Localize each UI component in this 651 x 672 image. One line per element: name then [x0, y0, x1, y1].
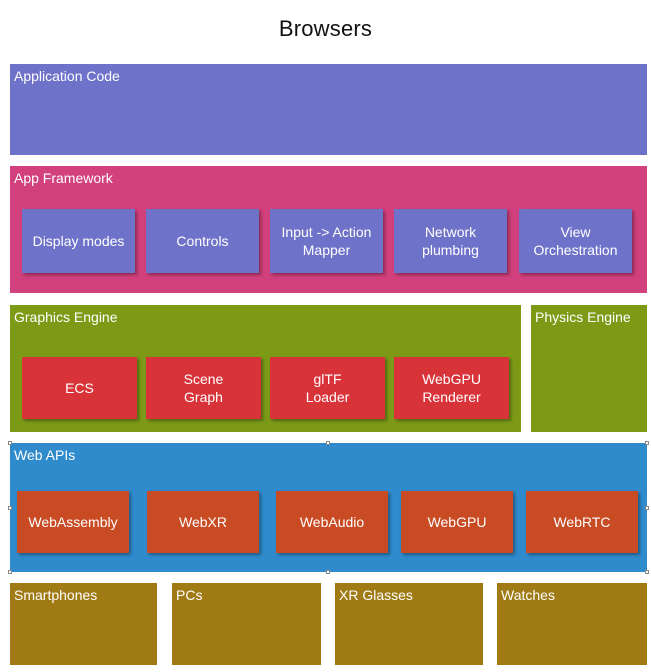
- diagram-title: Browsers: [278, 16, 373, 41]
- view-orchestration-box: View Orchestration: [519, 209, 632, 273]
- app-framework-layer: App Framework Display modes Controls Inp…: [10, 166, 647, 293]
- graphics-engine-label: Graphics Engine: [14, 309, 118, 325]
- input-action-mapper-box: Input -> Action Mapper: [270, 209, 383, 273]
- selection-handle[interactable]: [326, 441, 330, 445]
- network-plumbing-box: Network plumbing: [394, 209, 507, 273]
- ecs-box: ECS: [22, 357, 137, 419]
- display-modes-box: Display modes: [22, 209, 135, 273]
- device-smartphones: Smartphones: [10, 583, 157, 665]
- selection-handle[interactable]: [8, 570, 12, 574]
- webrtc-box: WebRTC: [526, 491, 638, 553]
- webaudio-box: WebAudio: [276, 491, 388, 553]
- scene-graph-box: Scene Graph: [146, 357, 261, 419]
- gltf-loader-box: glTF Loader: [270, 357, 385, 419]
- webgpu-box: WebGPU: [401, 491, 513, 553]
- device-label: Smartphones: [14, 587, 98, 603]
- selection-handle[interactable]: [645, 570, 649, 574]
- device-watches: Watches: [497, 583, 647, 665]
- selection-handle[interactable]: [645, 441, 649, 445]
- web-apis-label: Web APIs: [14, 447, 76, 463]
- graphics-engine-layer: Graphics Engine ECS Scene Graph glTF Loa…: [10, 305, 521, 432]
- webassembly-box: WebAssembly: [17, 491, 129, 553]
- selection-handle[interactable]: [8, 506, 12, 510]
- device-label: XR Glasses: [339, 587, 413, 603]
- web-apis-layer: Web APIs WebAssembly WebXR WebAudio WebG…: [9, 442, 648, 573]
- selection-handle[interactable]: [645, 506, 649, 510]
- application-code-layer: Application Code: [10, 64, 647, 155]
- app-framework-label: App Framework: [14, 170, 113, 186]
- device-label: PCs: [176, 587, 203, 603]
- webgpu-renderer-box: WebGPU Renderer: [394, 357, 509, 419]
- device-label: Watches: [501, 587, 555, 603]
- selection-handle[interactable]: [8, 441, 12, 445]
- selection-handle[interactable]: [326, 570, 330, 574]
- device-xr-glasses: XR Glasses: [335, 583, 483, 665]
- application-code-label: Application Code: [14, 68, 120, 84]
- physics-engine-layer: Physics Engine: [531, 305, 647, 432]
- webxr-box: WebXR: [147, 491, 259, 553]
- controls-box: Controls: [146, 209, 259, 273]
- physics-engine-label: Physics Engine: [535, 309, 631, 325]
- device-pcs: PCs: [172, 583, 321, 665]
